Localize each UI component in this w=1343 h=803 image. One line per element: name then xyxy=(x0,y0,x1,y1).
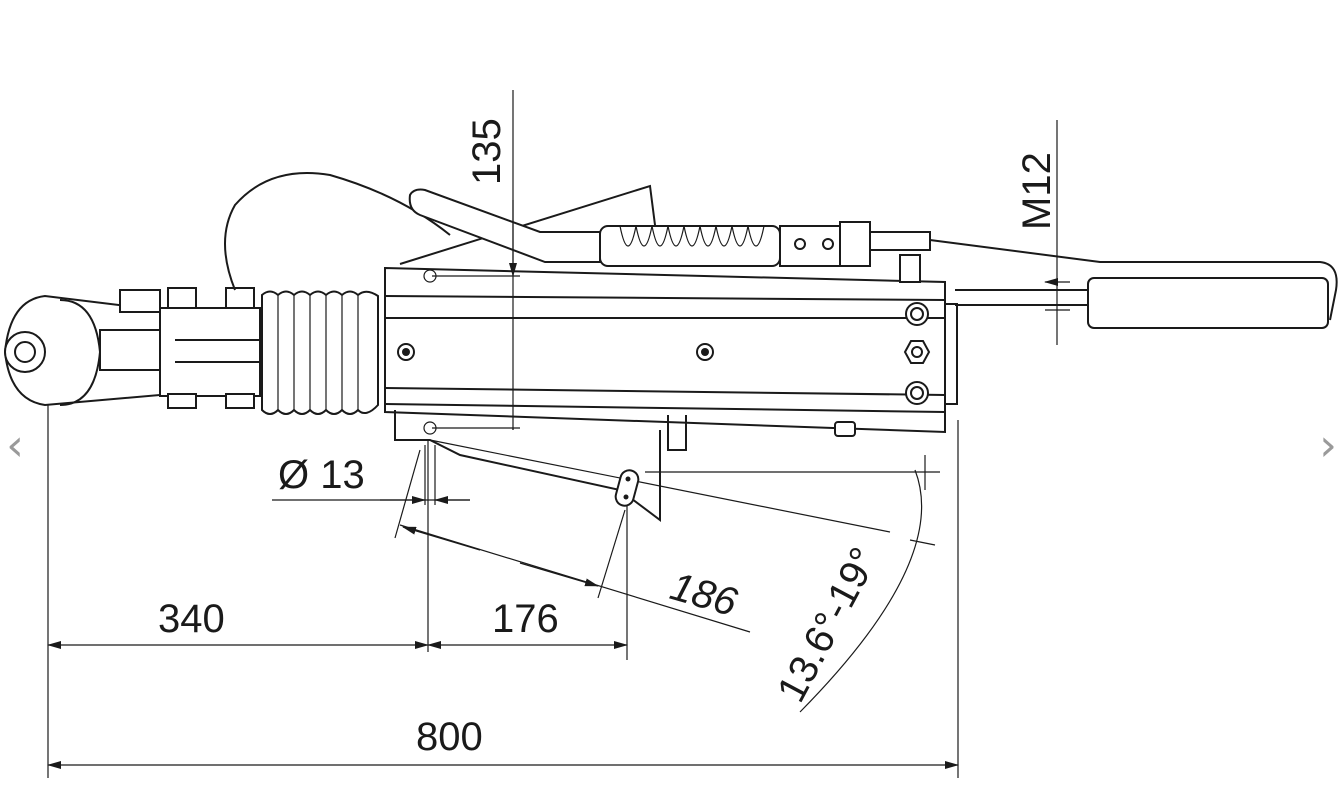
dim-dia13-label: Ø 13 xyxy=(278,453,365,497)
dim-baseline: 340 176 800 xyxy=(47,405,959,778)
dim-340-label: 340 xyxy=(158,597,225,641)
dim-176-label: 176 xyxy=(492,597,559,641)
dim-angle-label: 13.6°-19° xyxy=(769,541,887,710)
chevron-left-icon[interactable]: ‹ xyxy=(6,419,24,471)
main-body xyxy=(384,184,958,522)
dim-186-label: 186 xyxy=(666,564,743,625)
dim-m12: M12 xyxy=(1015,120,1070,345)
dim-135: 135 xyxy=(432,90,520,430)
dim-135-label: 135 xyxy=(465,118,509,185)
handbrake-lever xyxy=(408,188,1338,321)
dim-angle: 13.6°-19° xyxy=(769,455,936,713)
coupling-head xyxy=(3,287,265,409)
chevron-right-icon[interactable]: › xyxy=(1319,419,1337,471)
dim-800-label: 800 xyxy=(416,715,483,759)
dim-m12-label: M12 xyxy=(1015,152,1059,230)
rear-handle xyxy=(955,277,1329,329)
bellows xyxy=(261,290,379,415)
dim-dia13: Ø 13 xyxy=(272,445,470,505)
breakaway-cable xyxy=(224,172,451,291)
adjustment-slot xyxy=(614,469,940,507)
